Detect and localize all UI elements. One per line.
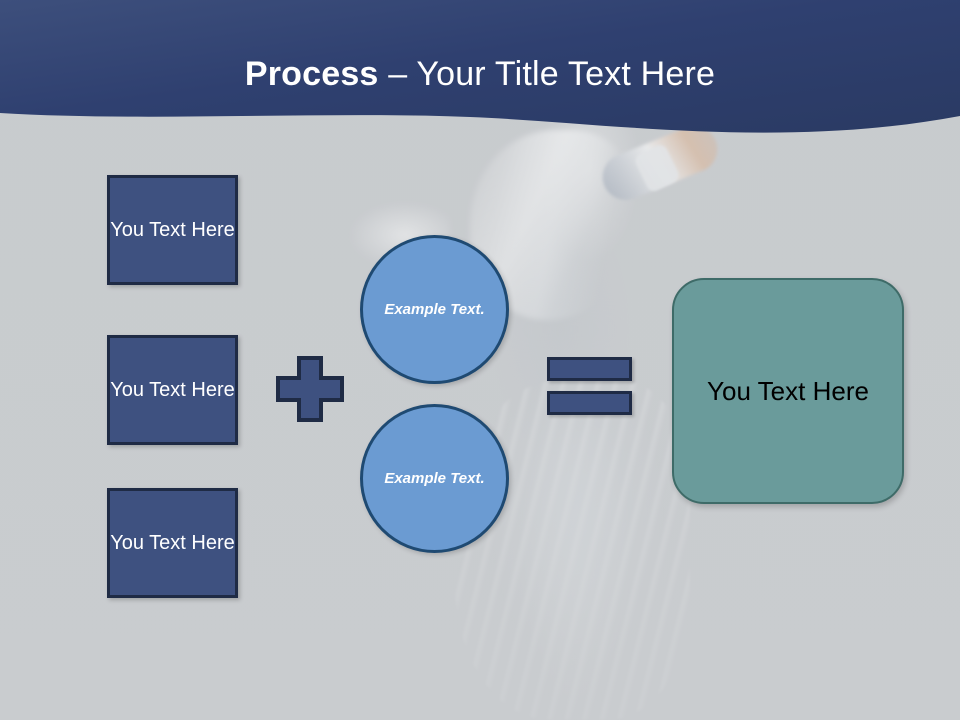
input-box-1[interactable]: You Text Here	[107, 175, 238, 285]
slide-header-band	[0, 0, 960, 145]
input-box-3-label: You Text Here	[110, 531, 235, 554]
page-title: Process – Your Title Text Here	[0, 52, 960, 96]
equals-bar-top	[547, 357, 632, 381]
page-title-bold: Process	[244, 55, 379, 93]
example-circle-1[interactable]: Example Text.	[360, 235, 509, 384]
equals-bar-bottom	[547, 391, 632, 415]
example-circle-2[interactable]: Example Text.	[360, 404, 509, 553]
plus-icon	[275, 355, 345, 423]
input-box-2[interactable]: You Text Here	[107, 335, 238, 445]
equals-icon	[547, 357, 632, 415]
example-circle-2-label: Example Text.	[384, 469, 485, 487]
page-title-rest: – Your Title Text Here	[378, 55, 716, 93]
result-box[interactable]: You Text Here	[672, 278, 904, 504]
input-box-3[interactable]: You Text Here	[107, 488, 238, 598]
result-box-label: You Text Here	[707, 375, 869, 406]
input-box-2-label: You Text Here	[110, 378, 235, 401]
example-circle-1-label: Example Text.	[384, 300, 485, 318]
input-box-1-label: You Text Here	[110, 218, 235, 241]
